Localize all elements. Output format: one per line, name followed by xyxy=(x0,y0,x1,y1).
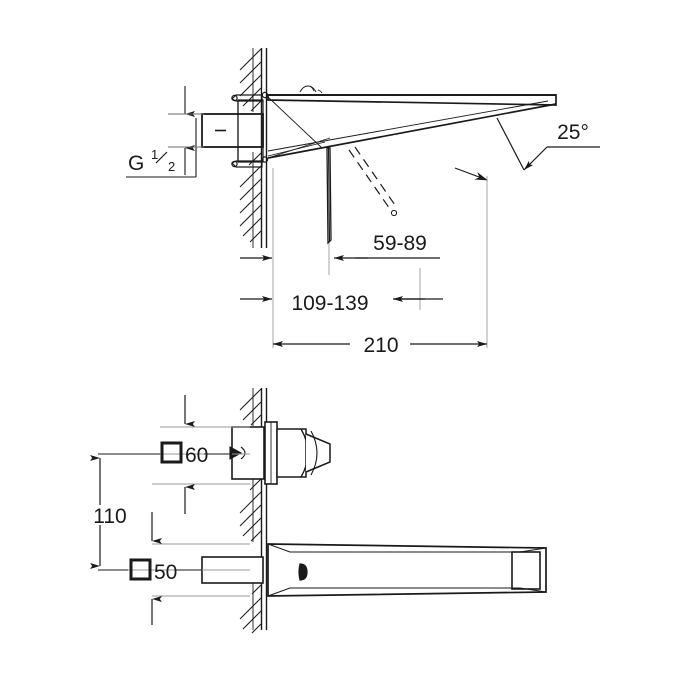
spout-leader-arrow xyxy=(454,167,488,181)
thread-label-denominator: 2 xyxy=(168,159,175,174)
water-stream-dashed xyxy=(348,146,398,217)
view-plan: 110 60 50 xyxy=(90,388,547,634)
wall-section-top xyxy=(239,48,268,248)
handle-assembly-plan xyxy=(229,421,331,485)
spout-body-side xyxy=(267,85,557,159)
angle-leader xyxy=(496,117,600,171)
thread-label-numerator: 1 xyxy=(151,147,158,162)
dimension-extension-lines-top xyxy=(272,168,488,348)
square-50-value: 50 xyxy=(154,561,177,584)
dimension-label-110: 110 xyxy=(93,505,126,528)
thread-height-dimension xyxy=(168,86,204,175)
view-side-elevation: 25° G 1 2 xyxy=(126,48,600,357)
square-60-label-group: 60 xyxy=(160,441,208,467)
angle-label: 25° xyxy=(557,121,589,144)
inlet-connection-body xyxy=(201,91,269,168)
thread-label-g: G xyxy=(128,152,144,175)
wall-hatch-top xyxy=(239,48,262,243)
square-60-value: 60 xyxy=(185,444,208,467)
dimension-label-109-139: 109-139 xyxy=(291,292,368,315)
dimension-label-59-89: 59-89 xyxy=(373,232,427,255)
dimension-label-210: 210 xyxy=(363,334,398,357)
wall-hatch-bottom xyxy=(239,388,262,634)
square-50-label-group: 50 xyxy=(129,558,177,584)
thread-label-group: G 1 2 xyxy=(128,147,175,175)
spout-outlet-blade xyxy=(326,147,332,245)
spout-assembly-plan xyxy=(201,543,547,597)
thread-callout xyxy=(126,118,197,178)
